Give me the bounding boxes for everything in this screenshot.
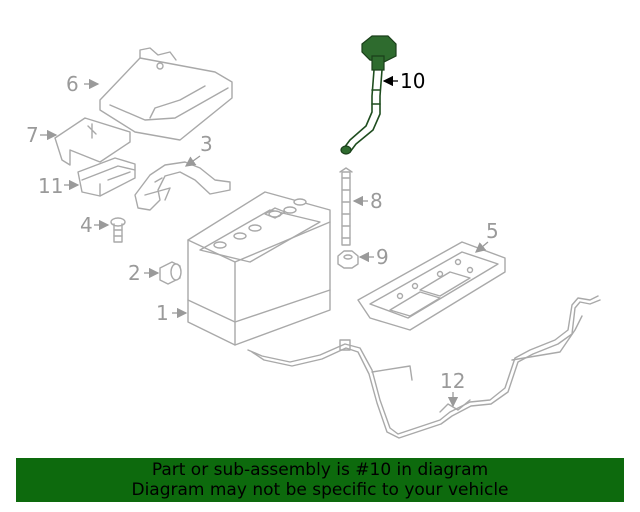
- callout-2-label: 2: [128, 261, 141, 285]
- part-10-ground-cable: [340, 35, 397, 155]
- callout-11: 11: [38, 174, 80, 198]
- part-7-terminal-pad: [54, 117, 131, 166]
- callout-5: 5: [475, 219, 499, 253]
- callout-4-label: 4: [80, 213, 93, 237]
- callout-12-label: 12: [440, 369, 465, 393]
- callout-7-label: 7: [26, 123, 39, 147]
- part-11-sensor-module: [77, 157, 136, 197]
- banner-line-2: Diagram may not be specific to your vehi…: [131, 480, 509, 500]
- info-banner: Part or sub-assembly is #10 in diagram D…: [16, 458, 624, 502]
- callout-9-label: 9: [376, 245, 389, 269]
- callout-3-label: 3: [200, 132, 213, 156]
- callout-6-label: 6: [66, 72, 79, 96]
- callout-12: 12: [440, 369, 465, 408]
- callout-7: 7: [26, 123, 58, 147]
- callout-6: 6: [66, 72, 100, 96]
- part-4-bolt: [110, 217, 126, 243]
- callout-1-label: 1: [156, 301, 169, 325]
- callout-3: 3: [184, 132, 213, 167]
- callout-1: 1: [156, 301, 188, 325]
- banner-line-1: Part or sub-assembly is #10 in diagram: [151, 460, 489, 480]
- part-1-battery: [187, 191, 331, 346]
- callout-10: 10: [382, 69, 425, 93]
- callout-10-label: 10: [400, 69, 425, 93]
- parts-diagram: 6 7 11 3 4 2 1 10 8 9 5 12: [26, 35, 601, 439]
- callout-5-label: 5: [486, 219, 499, 243]
- callout-11-label: 11: [38, 174, 63, 198]
- callout-8-label: 8: [370, 189, 383, 213]
- callout-9: 9: [358, 245, 389, 269]
- callout-8: 8: [352, 189, 383, 213]
- part-3-hold-down-bracket: [134, 161, 231, 211]
- part-8-rod: [339, 167, 353, 246]
- part-5-battery-tray: [357, 241, 506, 331]
- part-6-battery-cover: [99, 47, 233, 141]
- callout-4: 4: [80, 213, 110, 237]
- part-9-nut: [337, 250, 359, 269]
- callout-2: 2: [128, 261, 160, 285]
- part-2-terminal: [159, 261, 182, 285]
